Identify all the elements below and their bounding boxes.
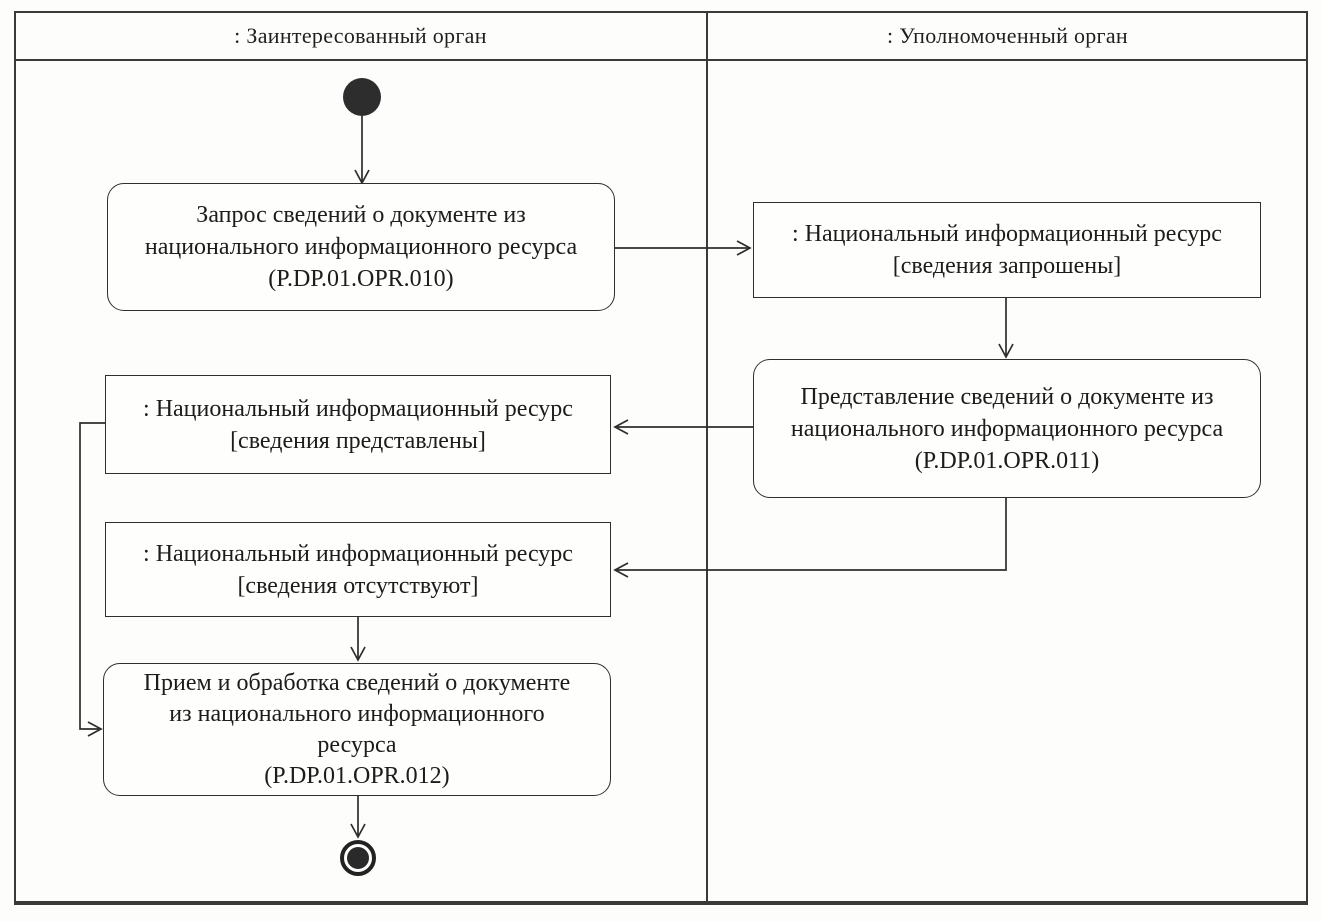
object-node-nir-requested: : Национальный информационный ресурс [св…	[753, 202, 1261, 298]
edge-opr011-to-nir-provided	[613, 419, 753, 435]
edge-nir-requested-to-opr011	[998, 298, 1014, 359]
action-node-opr011: Представление сведений о документе из на…	[753, 359, 1261, 498]
edge-nir-provided-to-opr012	[79, 422, 105, 737]
final-node	[340, 840, 376, 876]
action-node-opr010: Запрос сведений о документе из националь…	[107, 183, 615, 311]
initial-node	[343, 78, 381, 116]
action-node-opr012: Прием и обработка сведений о документе и…	[103, 663, 611, 796]
object-node-nir-provided: : Национальный информационный ресурс [св…	[105, 375, 611, 474]
edge-opr011-to-nir-absent	[613, 498, 1007, 578]
edge-opr010-to-nir-requested	[615, 240, 752, 256]
lane-divider	[706, 11, 708, 905]
object-node-nir-absent: : Национальный информационный ресурс [св…	[105, 522, 611, 617]
lane-header-row	[14, 11, 1308, 61]
lane-header-interested-body: : Заинтересованный орган	[234, 23, 487, 48]
diagram-frame	[14, 11, 1308, 905]
edge-opr012-to-end	[350, 796, 366, 839]
lane-header-authorized-body: : Уполномоченный орган	[886, 23, 1129, 48]
edge-start-to-opr010	[354, 116, 370, 185]
edge-nir-absent-to-opr012	[350, 617, 366, 662]
final-node-dot	[347, 847, 369, 869]
